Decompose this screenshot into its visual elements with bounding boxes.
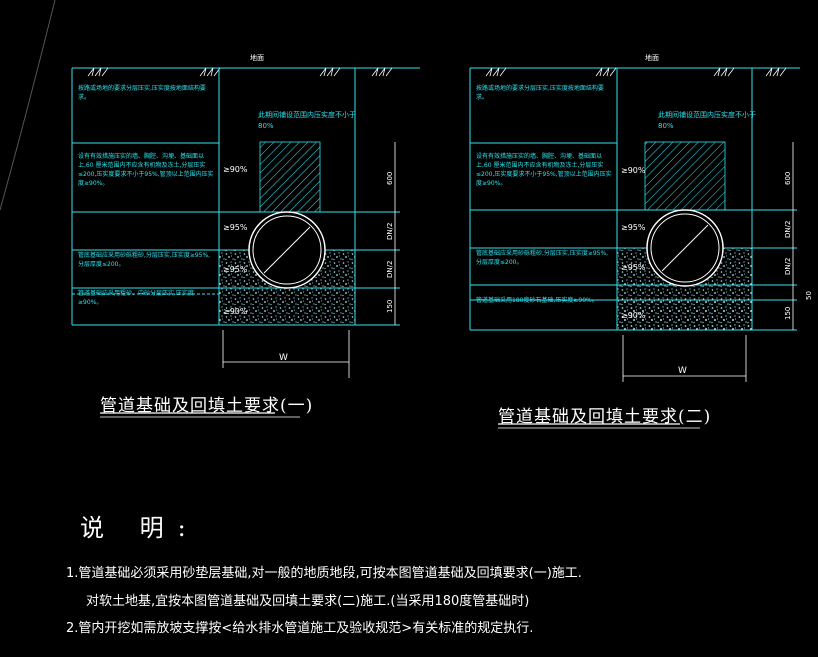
pct-label: ≥90% bbox=[223, 307, 248, 316]
zone-text-base: 管道基础采用180度砂石基础,压实度≥90%。 bbox=[476, 297, 598, 304]
gravel-base-zone bbox=[617, 300, 752, 330]
dim-dn2-upper: DN/2 bbox=[386, 223, 394, 240]
grass-icon bbox=[87, 67, 109, 77]
grass-icon bbox=[713, 67, 735, 77]
note-above-pipe: 此期间铺设范围内压实度不小于80% bbox=[658, 111, 756, 130]
width-label: W bbox=[279, 353, 288, 363]
grass-icon bbox=[319, 67, 341, 77]
ground-label: 地面 bbox=[645, 53, 659, 62]
note-line-1: 1.管道基础必须采用砂垫层基础,对一般的地质地段,可按本图管道基础及回填要求(一… bbox=[66, 566, 582, 581]
dim-600: 600 bbox=[784, 172, 792, 185]
pct-label: ≥95% bbox=[223, 223, 248, 232]
construction-line bbox=[0, 0, 56, 211]
compaction-zone-hatch bbox=[259, 141, 321, 213]
dim-dn2-upper: DN/2 bbox=[784, 221, 792, 238]
grass-icon bbox=[765, 67, 787, 77]
dim-dn2-lower: DN/2 bbox=[386, 261, 394, 278]
zone-text-top: 按路或场地的要求分层压实,压实度按地面结构要求。 bbox=[476, 85, 604, 101]
drawing-1-title: 管道基础及回填土要求(一) bbox=[100, 396, 314, 416]
pipe-inner-circle bbox=[252, 215, 322, 285]
zone-text-mid: 设有有效措施压实的墙、胸腔、沟埂、基础面以上,60 厘米范围内不应含有机物及冻土… bbox=[78, 153, 214, 187]
ground-label: 地面 bbox=[250, 53, 264, 62]
note-line-2: 对软土地基,宜按本图管道基础及回填土要求(二)施工.(当采用180度管基础时) bbox=[86, 594, 530, 609]
notes-heading: 说 明: bbox=[80, 514, 200, 542]
dim-dn2-lower: DN/2 bbox=[784, 258, 792, 275]
grass-icon bbox=[371, 67, 393, 77]
pct-label: ≥95% bbox=[223, 265, 248, 274]
grass-icon bbox=[485, 67, 507, 77]
zone-text-haunch: 管底基础应采用砂砾粗砂,分层压实,压实度≥95%,分层厚度≤200。 bbox=[78, 252, 211, 268]
compaction-zone-hatch bbox=[644, 141, 726, 211]
drawing-1: 地面 600 DN/2 DN/2 150 W bbox=[71, 53, 420, 418]
zone-text-mid: 设有有效措施压实的墙、胸腔、沟埂、基础面以上,60 厘米范围内不应含有机物及冻土… bbox=[476, 153, 612, 187]
note-line-3: 2.管内开挖如需放坡支撑按<给水排水管道施工及验收规范>有关标准的规定执行. bbox=[66, 621, 534, 636]
pipe-inner-circle bbox=[650, 213, 720, 283]
dim-600: 600 bbox=[386, 172, 394, 185]
pct-label: ≥90% bbox=[223, 165, 248, 174]
dim-150: 150 bbox=[386, 300, 394, 313]
pipe-diameter-line bbox=[661, 224, 709, 272]
dim-50: 50 bbox=[805, 291, 813, 300]
dim-150: 150 bbox=[784, 307, 792, 320]
zone-text-base: 管道基础应采用粗砂、中砂分层压实,压实度≥90%。 bbox=[78, 290, 194, 306]
zone-text-haunch: 管底基础应采用砂砾粗砂,分层压实,压实度≥95%,分层厚度≤200。 bbox=[476, 250, 609, 266]
drawing-2: 地面 600 DN/2 DN/2 150 50 W ≥90% ≥95% ≥95 bbox=[469, 53, 813, 429]
pct-label: ≥95% bbox=[621, 223, 646, 232]
drawing-2-title: 管道基础及回填土要求(二) bbox=[498, 407, 712, 427]
width-label: W bbox=[678, 366, 687, 376]
pct-label: ≥90% bbox=[621, 166, 646, 175]
pct-label: ≥90% bbox=[621, 311, 646, 320]
note-above-pipe: 此期间铺设范围内压实度不小于80% bbox=[258, 111, 356, 130]
grass-icon bbox=[199, 67, 221, 77]
pipe-diameter-line bbox=[263, 226, 311, 274]
pct-label: ≥95% bbox=[621, 263, 646, 272]
zone-text-top: 按路或场地的要求分层压实,压实度按地面结构要求。 bbox=[78, 85, 206, 101]
grass-icon bbox=[595, 67, 617, 77]
